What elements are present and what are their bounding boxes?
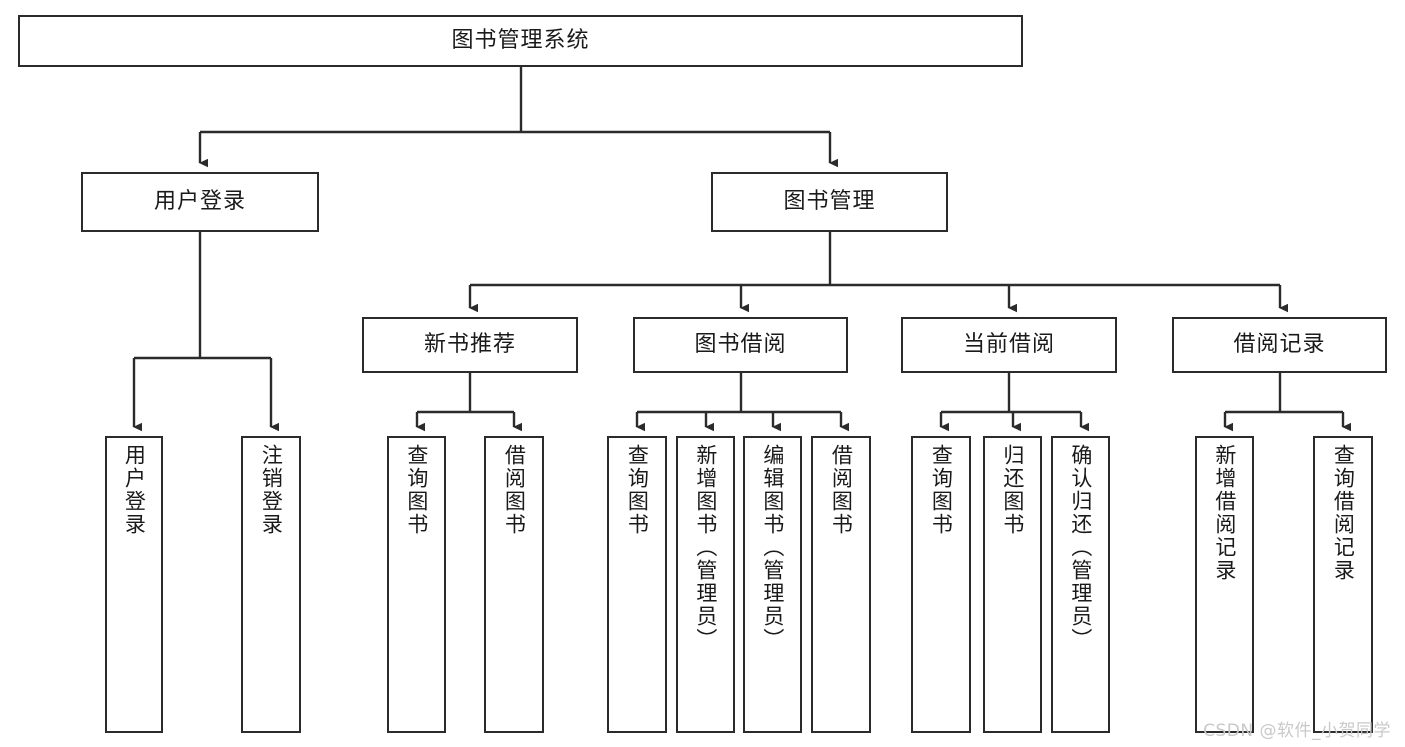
node-label: 用户登录	[153, 188, 246, 214]
node-label: 查询图书	[929, 444, 954, 536]
node-l-nb-query[interactable]: 查询图书	[387, 436, 446, 733]
watermark: CSDN @软件_小贺同学	[1203, 721, 1391, 741]
node-label: 新增借阅记录	[1212, 444, 1237, 582]
node-label: 查询图书	[625, 444, 650, 536]
node-l-logout[interactable]: 注销登录	[241, 436, 301, 733]
node-label: 用户登录	[122, 444, 147, 536]
node-current[interactable]: 当前借阅	[901, 317, 1117, 373]
node-label: 当前借阅	[962, 331, 1055, 357]
node-l-cb-query[interactable]: 查询图书	[911, 436, 971, 733]
node-l-bb-add[interactable]: 新增图书（管理员）	[676, 436, 735, 733]
node-label: 查询图书	[404, 444, 429, 536]
node-bookmgmt[interactable]: 图书管理	[711, 172, 948, 232]
node-label: 借阅记录	[1233, 331, 1326, 357]
node-label: 图书管理系统	[451, 27, 590, 53]
node-label: 编辑图书（管理员）	[760, 444, 785, 651]
node-l-bb-query[interactable]: 查询图书	[607, 436, 667, 733]
node-label: 图书借阅	[694, 331, 787, 357]
node-label: 归还图书	[1000, 444, 1025, 536]
node-label: 借阅图书	[829, 444, 854, 536]
node-l-cb-conf[interactable]: 确认归还（管理员）	[1051, 436, 1110, 733]
node-l-nb-borrow[interactable]: 借阅图书	[484, 436, 544, 733]
node-label: 新增图书（管理员）	[693, 444, 718, 651]
node-newbooks[interactable]: 新书推荐	[362, 317, 578, 373]
node-l-rc-query[interactable]: 查询借阅记录	[1313, 436, 1373, 733]
node-login[interactable]: 用户登录	[81, 172, 319, 232]
node-label: 注销登录	[259, 444, 284, 536]
node-l-cb-return[interactable]: 归还图书	[983, 436, 1042, 733]
node-l-login[interactable]: 用户登录	[105, 436, 163, 733]
node-label: 借阅图书	[502, 444, 527, 536]
node-root[interactable]: 图书管理系统	[18, 15, 1023, 67]
node-label: 确认归还（管理员）	[1068, 444, 1093, 651]
node-l-rc-add[interactable]: 新增借阅记录	[1195, 436, 1254, 733]
node-records[interactable]: 借阅记录	[1172, 317, 1387, 373]
node-label: 查询借阅记录	[1331, 444, 1356, 582]
node-label: 图书管理	[783, 188, 876, 214]
node-label: 新书推荐	[423, 331, 516, 357]
node-l-bb-borrow[interactable]: 借阅图书	[811, 436, 871, 733]
node-l-bb-edit[interactable]: 编辑图书（管理员）	[743, 436, 802, 733]
node-borrowbook[interactable]: 图书借阅	[633, 317, 848, 373]
